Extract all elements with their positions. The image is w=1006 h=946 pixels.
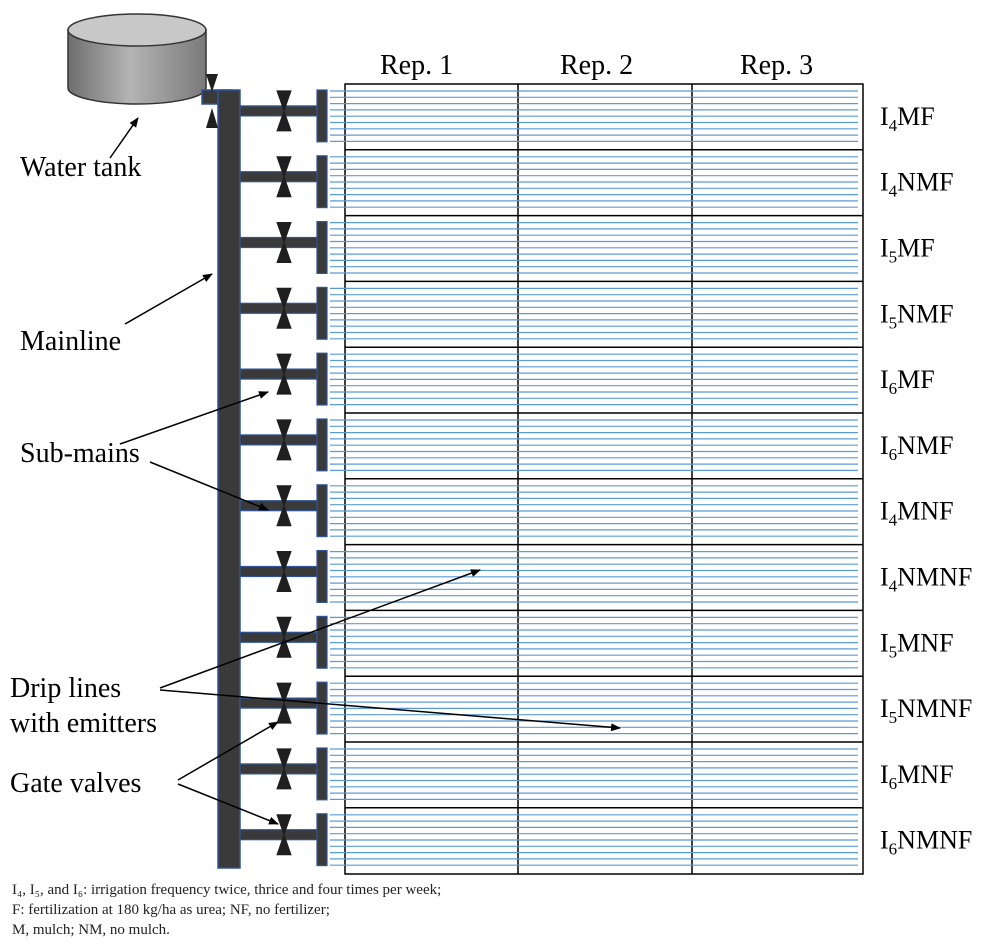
arrow-sub-mains-1: [119, 391, 269, 445]
sub-main-pipe: [239, 500, 319, 512]
sub-main-pipe: [239, 763, 319, 775]
treatment-label: I4MNF: [880, 497, 954, 530]
treatment-label: I4NMF: [880, 168, 954, 201]
treatment-label: I4NMNF: [880, 563, 972, 596]
arrow-drip-lines-2: [159, 689, 621, 732]
rep-header: Rep. 1: [380, 50, 453, 81]
gate-valve-icon: [276, 287, 292, 329]
manifold-header: [316, 615, 328, 669]
treatment-label: I6NMNF: [880, 826, 972, 859]
footnote: I₄, I₅, and I₆: irrigation frequency twi…: [12, 880, 992, 940]
sub-main-pipe: [239, 302, 319, 314]
arrow-sub-mains-2: [149, 461, 269, 511]
manifold-header: [316, 286, 328, 340]
treatment-label: I6MNF: [880, 760, 954, 793]
sub-mains-label: Sub-mains: [20, 438, 140, 469]
gate-valve-icon: [276, 748, 292, 790]
sub-main-pipe: [239, 565, 319, 578]
manifold-header: [316, 813, 328, 867]
rep-header: Rep. 3: [740, 50, 813, 81]
gate-valve-icon: [276, 222, 292, 263]
gate-valves-label: Gate valves: [10, 768, 141, 799]
manifold-header: [316, 352, 328, 406]
arrow-drip-lines-1: [159, 569, 481, 689]
arrow-water-tank: [109, 117, 139, 159]
gate-valve-icon: [276, 551, 292, 592]
footnote-line-3: M, mulch; NM, no mulch.: [12, 922, 170, 938]
treatment-label: I5NMNF: [880, 694, 972, 727]
footnote-line-2: F: fertilization at 180 kg/ha as urea; N…: [12, 902, 330, 918]
manifold-header: [316, 418, 328, 472]
manifold-header: [316, 221, 328, 275]
footnote-line-1: I₄, I₅, and I₆: irrigation frequency twi…: [12, 882, 442, 898]
manifold-header: [316, 155, 328, 209]
plot-rows: [206, 74, 863, 867]
water-tank-icon: [67, 13, 207, 105]
sub-main-pipe: [239, 829, 319, 841]
irrigation-layout-diagram: Rep. 1 Rep. 2 Rep. 3 I4MFI4NMFI5MFI5NMFI…: [10, 13, 972, 875]
rep-header: Rep. 2: [560, 50, 633, 81]
treatment-label: I5NMF: [880, 299, 954, 332]
sub-main-pipe: [239, 105, 319, 117]
sub-main-pipe: [239, 368, 319, 380]
mainline-label: Mainline: [20, 326, 121, 357]
arrow-gate-valves-1: [177, 721, 279, 781]
gate-valve-icon: [276, 353, 292, 395]
arrow-mainline: [124, 273, 213, 325]
treatment-labels: I4MF I4NMF I5MF I5NMF I6MF I6NMF I4MNF I4NMNF I5…: [880, 102, 972, 859]
manifold-header: [316, 549, 328, 603]
treatment-label: I5MF: [880, 234, 935, 267]
drip-lines-label-2: with emitters: [10, 708, 157, 739]
tank-valve-icon: [206, 74, 218, 128]
water-tank-label: Water tank: [20, 152, 141, 183]
gate-valve-icon: [276, 90, 292, 132]
manifold-header: [316, 484, 328, 538]
gate-valve-icon: [276, 682, 292, 724]
sub-main-pipe: [239, 434, 319, 446]
arrow-gate-valves-2: [177, 783, 279, 825]
gate-valve-icon: [276, 419, 292, 461]
treatment-label: I6MF: [880, 365, 935, 398]
gate-valve-icon: [276, 616, 292, 658]
gate-valve-icon: [276, 814, 292, 856]
treatment-label: I5MNF: [880, 628, 954, 661]
sub-main-pipe: [239, 171, 319, 183]
manifold-header: [316, 681, 328, 735]
treatment-label: I6NMF: [880, 431, 954, 464]
sub-main-pipe: [239, 236, 319, 249]
drip-lines-label: Drip lines: [10, 673, 121, 704]
gate-valve-icon: [276, 485, 292, 527]
manifold-header: [316, 89, 328, 143]
pointer-arrows: [109, 117, 621, 825]
manifold-header: [316, 747, 328, 801]
gate-valve-icon: [276, 156, 292, 198]
mainline-pipe: [217, 89, 241, 869]
treatment-label: I4MF: [880, 102, 935, 135]
